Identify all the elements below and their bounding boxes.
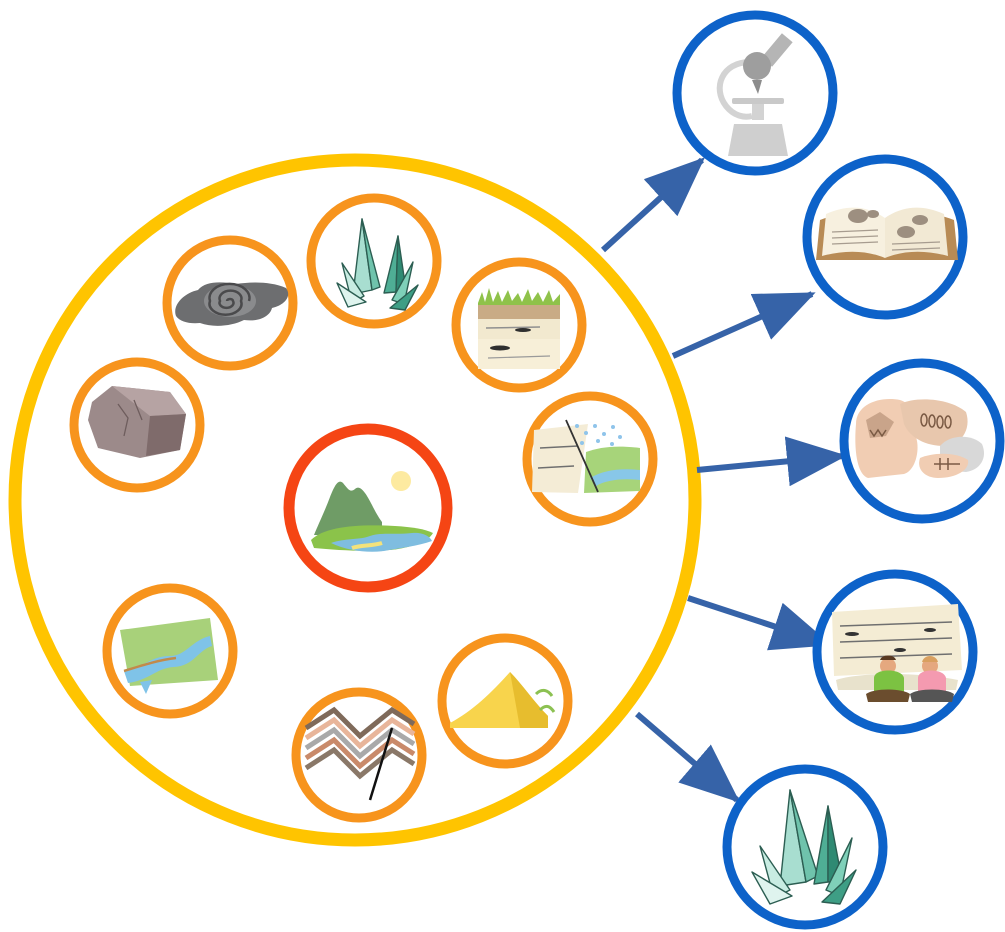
topic-fossil-imprint bbox=[162, 235, 298, 371]
fold-fault-icon bbox=[304, 706, 416, 801]
crystal-cluster-icon bbox=[336, 218, 419, 311]
output-fossil-collection bbox=[839, 358, 1005, 524]
landscape-icon bbox=[311, 471, 433, 552]
topic-rivers bbox=[102, 583, 238, 719]
topic-sand-dune bbox=[437, 633, 573, 769]
soil-layers-icon bbox=[478, 288, 560, 369]
rock-icon bbox=[88, 386, 186, 458]
arrow-microscopy bbox=[600, 157, 705, 253]
outer-ring bbox=[8, 153, 702, 847]
arrows bbox=[600, 157, 847, 803]
output-field-guide bbox=[802, 154, 968, 320]
microscope-icon bbox=[716, 33, 793, 156]
topic-minerals bbox=[306, 193, 442, 329]
topic-soil-profile bbox=[451, 257, 587, 393]
output-field-observation bbox=[812, 569, 978, 735]
ammonite-imprint-icon bbox=[175, 282, 289, 326]
children-at-outcrop-icon bbox=[832, 604, 962, 702]
output-crystal-specimen bbox=[722, 764, 888, 930]
open-book-icon bbox=[816, 207, 958, 260]
center-landscape bbox=[283, 423, 453, 593]
arrow-crystal-specimen bbox=[635, 711, 741, 803]
topic-rocks bbox=[69, 357, 205, 493]
topic-weathering-erosion bbox=[522, 391, 658, 527]
dune-icon bbox=[450, 672, 556, 728]
topic-folded-strata bbox=[291, 687, 427, 823]
arrow-field-guide bbox=[671, 291, 816, 359]
output-microscopy bbox=[672, 10, 838, 176]
crystal-cluster-icon bbox=[751, 789, 857, 905]
rain-erosion-icon bbox=[532, 419, 640, 493]
arrow-field-observation bbox=[687, 595, 832, 651]
arrow-fossil-collection bbox=[696, 436, 847, 487]
fossil-specimens-icon bbox=[855, 399, 985, 478]
river-map-icon bbox=[120, 618, 218, 694]
